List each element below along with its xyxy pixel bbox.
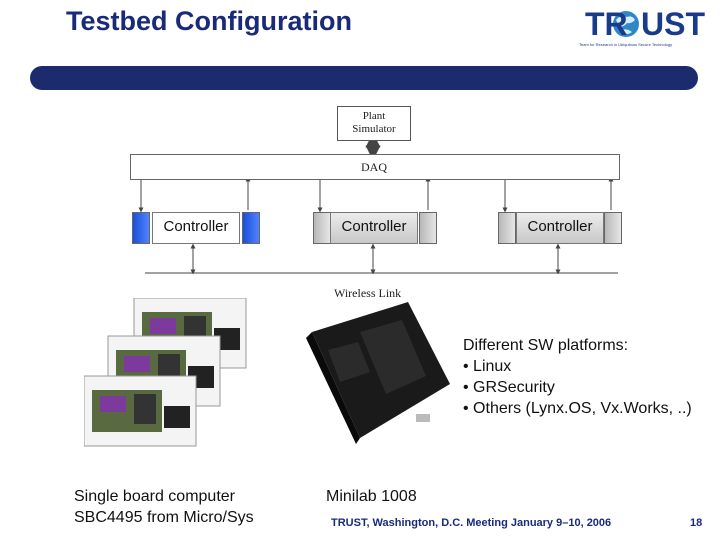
header-bar — [30, 66, 698, 90]
sw-platforms-list: Different SW platforms: • Linux • GRSecu… — [463, 335, 692, 419]
sw-platform-others: • Others (Lynx.OS, Vx.Works, ..) — [463, 400, 692, 417]
controller-1: Controller — [152, 212, 240, 244]
daq-box — [130, 154, 620, 180]
sbc-caption: Single board computer SBC4495 from Micro… — [74, 486, 254, 528]
sbc-caption-line-2: SBC4495 from Micro/Sys — [74, 509, 254, 526]
sw-platforms-heading: Different SW platforms: — [463, 337, 629, 354]
controller-3: Controller — [516, 212, 604, 244]
controller-2: Controller — [330, 212, 418, 244]
controller-2-left-port — [313, 212, 331, 244]
daq-label: DAQ — [361, 160, 387, 174]
page-number: 18 — [690, 517, 703, 529]
slide-title: Testbed Configuration — [66, 6, 352, 36]
logo-wordmark-t: TR — [585, 6, 628, 42]
sw-platform-linux: • Linux — [463, 358, 512, 375]
minilab-caption: Minilab 1008 — [326, 488, 417, 505]
plant-simulator-line-2: Simulator — [352, 123, 396, 135]
sbc-board-front — [84, 375, 197, 447]
sw-platform-grsecurity: • GRSecurity — [463, 379, 555, 396]
logo-wordmark-ust: UST — [641, 6, 705, 42]
controller-3-left-port — [498, 212, 516, 244]
controller-1-left-port — [132, 212, 150, 244]
logo-tagline: Team for Research in Ubiquitous Secure T… — [579, 42, 673, 47]
minilab-device-image — [306, 302, 450, 444]
controller-2-right-port — [419, 212, 437, 244]
plant-simulator-box: Plant Simulator — [337, 106, 411, 141]
trust-logo: TR UST Team for Research in Ubiquitous S… — [579, 4, 705, 52]
controller-1-right-port — [242, 212, 260, 244]
trust-logo-graphic — [613, 11, 639, 37]
sbc-caption-line-1: Single board computer — [74, 488, 235, 505]
wireless-link-label: Wireless Link — [334, 286, 402, 300]
plant-simulator-line-1: Plant — [362, 110, 386, 122]
sbc-boards-image — [84, 298, 247, 447]
controller-3-right-port — [604, 212, 622, 244]
footer-text: TRUST, Washington, D.C. Meeting January … — [331, 517, 612, 529]
